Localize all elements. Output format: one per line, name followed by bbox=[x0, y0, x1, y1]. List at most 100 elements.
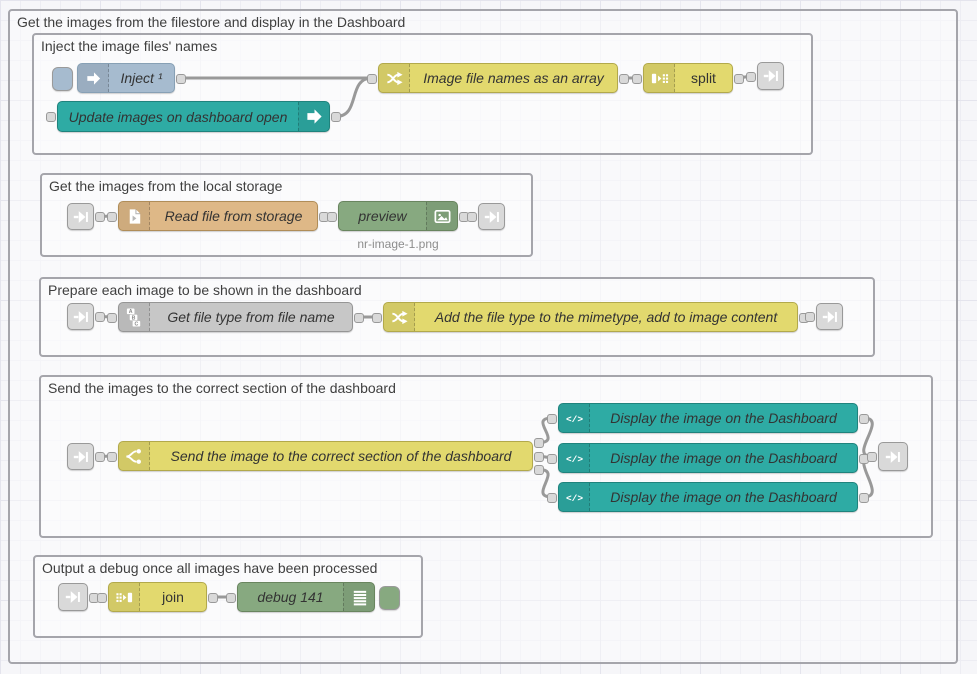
shuffle-icon bbox=[390, 308, 409, 327]
node-split[interactable]: split bbox=[632, 63, 744, 93]
node-link-out-2[interactable] bbox=[467, 203, 505, 230]
node-label: Send the image to the correct section of… bbox=[170, 448, 512, 464]
node-inject[interactable]: Inject ¹ bbox=[52, 63, 186, 93]
port-input[interactable] bbox=[547, 413, 557, 424]
inject-arrow-icon bbox=[84, 69, 103, 88]
port-input[interactable] bbox=[107, 451, 117, 462]
port-output-0[interactable] bbox=[331, 112, 341, 122]
node-label: Display the image on the Dashboard bbox=[610, 450, 837, 466]
node-label: split bbox=[691, 70, 716, 86]
node-fn-array[interactable]: Image file names as an array bbox=[367, 63, 629, 93]
link-arrow-icon bbox=[64, 588, 82, 606]
wire-switch-node-to-template-3[interactable] bbox=[537, 468, 554, 499]
node-label: Display the image on the Dashboard bbox=[610, 410, 837, 426]
control-arrow-icon bbox=[305, 107, 324, 126]
group-title: Prepare each image to be shown in the da… bbox=[48, 282, 362, 298]
node-label: Image file names as an array bbox=[423, 70, 604, 86]
group-title: Output a debug once all images have been… bbox=[42, 560, 378, 576]
port-output-0[interactable] bbox=[95, 212, 105, 222]
node-label: Read file from storage bbox=[164, 208, 303, 224]
image-icon bbox=[433, 207, 452, 226]
port-input[interactable] bbox=[107, 211, 117, 222]
port-input[interactable] bbox=[46, 112, 56, 122]
file-icon bbox=[125, 207, 144, 226]
node-label: Add the file type to the mimetype, add t… bbox=[434, 309, 778, 325]
code-icon: </> bbox=[565, 449, 584, 468]
port-output-0[interactable] bbox=[176, 73, 186, 84]
code-icon: </> bbox=[565, 488, 584, 507]
port-input[interactable] bbox=[367, 73, 377, 84]
code-icon: </> bbox=[565, 409, 584, 428]
node-label: join bbox=[162, 589, 184, 605]
link-arrow-icon bbox=[72, 308, 90, 326]
port-output-0[interactable] bbox=[95, 452, 105, 462]
node-link-in-4[interactable] bbox=[67, 443, 105, 470]
icon-region bbox=[343, 583, 374, 611]
shuffle-icon bbox=[385, 69, 404, 88]
port-output-0[interactable] bbox=[859, 413, 869, 424]
node-link-out-1[interactable] bbox=[746, 62, 784, 90]
node-label: preview bbox=[358, 208, 407, 224]
port-input[interactable] bbox=[547, 492, 557, 503]
link-arrow-icon bbox=[72, 448, 90, 466]
port-input[interactable] bbox=[97, 592, 107, 603]
wire-template-1-to-link-out-4[interactable] bbox=[862, 416, 874, 458]
node-link-in-2[interactable] bbox=[67, 203, 105, 230]
port-input[interactable] bbox=[632, 73, 642, 84]
group-title: Inject the image files' names bbox=[41, 38, 218, 54]
node-link-out-3[interactable] bbox=[805, 303, 843, 330]
port-output-2[interactable] bbox=[534, 465, 544, 475]
node-link-out-4[interactable] bbox=[867, 442, 908, 471]
port-output-0[interactable] bbox=[208, 592, 218, 603]
port-output-0[interactable] bbox=[734, 73, 744, 84]
node-ui-control[interactable]: Update images on dashboard open bbox=[46, 101, 341, 132]
node-debug-node[interactable]: debug 141 bbox=[226, 582, 400, 612]
node-template-1[interactable]: </> Display the image on the Dashboard bbox=[547, 403, 869, 433]
port-output-0[interactable] bbox=[859, 492, 869, 503]
port-input[interactable] bbox=[327, 211, 337, 222]
node-switch-node[interactable]: Send the image to the correct section of… bbox=[107, 438, 544, 475]
wire-ui-control-to-fn-array[interactable] bbox=[334, 76, 374, 118]
port-input[interactable] bbox=[372, 312, 382, 323]
port-input[interactable] bbox=[547, 453, 557, 464]
port-output-1[interactable] bbox=[534, 451, 544, 462]
icon-region: </> bbox=[559, 444, 590, 472]
node-link-in-3[interactable] bbox=[67, 303, 105, 330]
port-output-0[interactable] bbox=[95, 312, 105, 322]
link-arrow-icon bbox=[72, 208, 90, 226]
icon-region: </> bbox=[559, 483, 590, 511]
port-input[interactable] bbox=[226, 592, 236, 603]
link-arrow-icon bbox=[884, 448, 902, 466]
port-input[interactable] bbox=[746, 71, 756, 82]
group-inject-group[interactable]: Inject the image files' names bbox=[32, 33, 813, 155]
icon-region bbox=[298, 102, 329, 131]
port-output-0[interactable] bbox=[619, 73, 629, 84]
node-join-node[interactable]: join bbox=[97, 582, 218, 612]
wire-switch-node-to-template-1[interactable] bbox=[537, 416, 554, 444]
port-output-0[interactable] bbox=[354, 312, 364, 323]
group-outer[interactable]: Get the images from the filestore and di… bbox=[8, 9, 958, 664]
port-input[interactable] bbox=[107, 312, 117, 323]
svg-text:</>: </> bbox=[565, 454, 582, 465]
svg-text:</>: </> bbox=[565, 493, 582, 504]
inject-toggle-button[interactable] bbox=[52, 67, 73, 91]
port-input[interactable] bbox=[867, 452, 877, 462]
svg-text:C: C bbox=[134, 321, 138, 327]
node-fn-mimetype[interactable]: Add the file type to the mimetype, add t… bbox=[372, 302, 809, 332]
port-output-0[interactable] bbox=[534, 438, 544, 448]
debug-node-toggle-button[interactable] bbox=[379, 586, 400, 610]
node-template-2[interactable]: </> Display the image on the Dashboard bbox=[547, 443, 869, 473]
node-template-3[interactable]: </> Display the image on the Dashboard bbox=[547, 482, 869, 512]
link-arrow-icon bbox=[762, 67, 780, 85]
port-input[interactable] bbox=[805, 312, 815, 322]
icon-region bbox=[379, 64, 410, 92]
port-input[interactable] bbox=[467, 212, 477, 222]
node-label: Display the image on the Dashboard bbox=[610, 489, 837, 505]
group-title: Send the images to the correct section o… bbox=[48, 380, 396, 396]
node-link-in-5[interactable] bbox=[58, 583, 99, 611]
node-file-read[interactable]: Read file from storage bbox=[107, 201, 329, 231]
